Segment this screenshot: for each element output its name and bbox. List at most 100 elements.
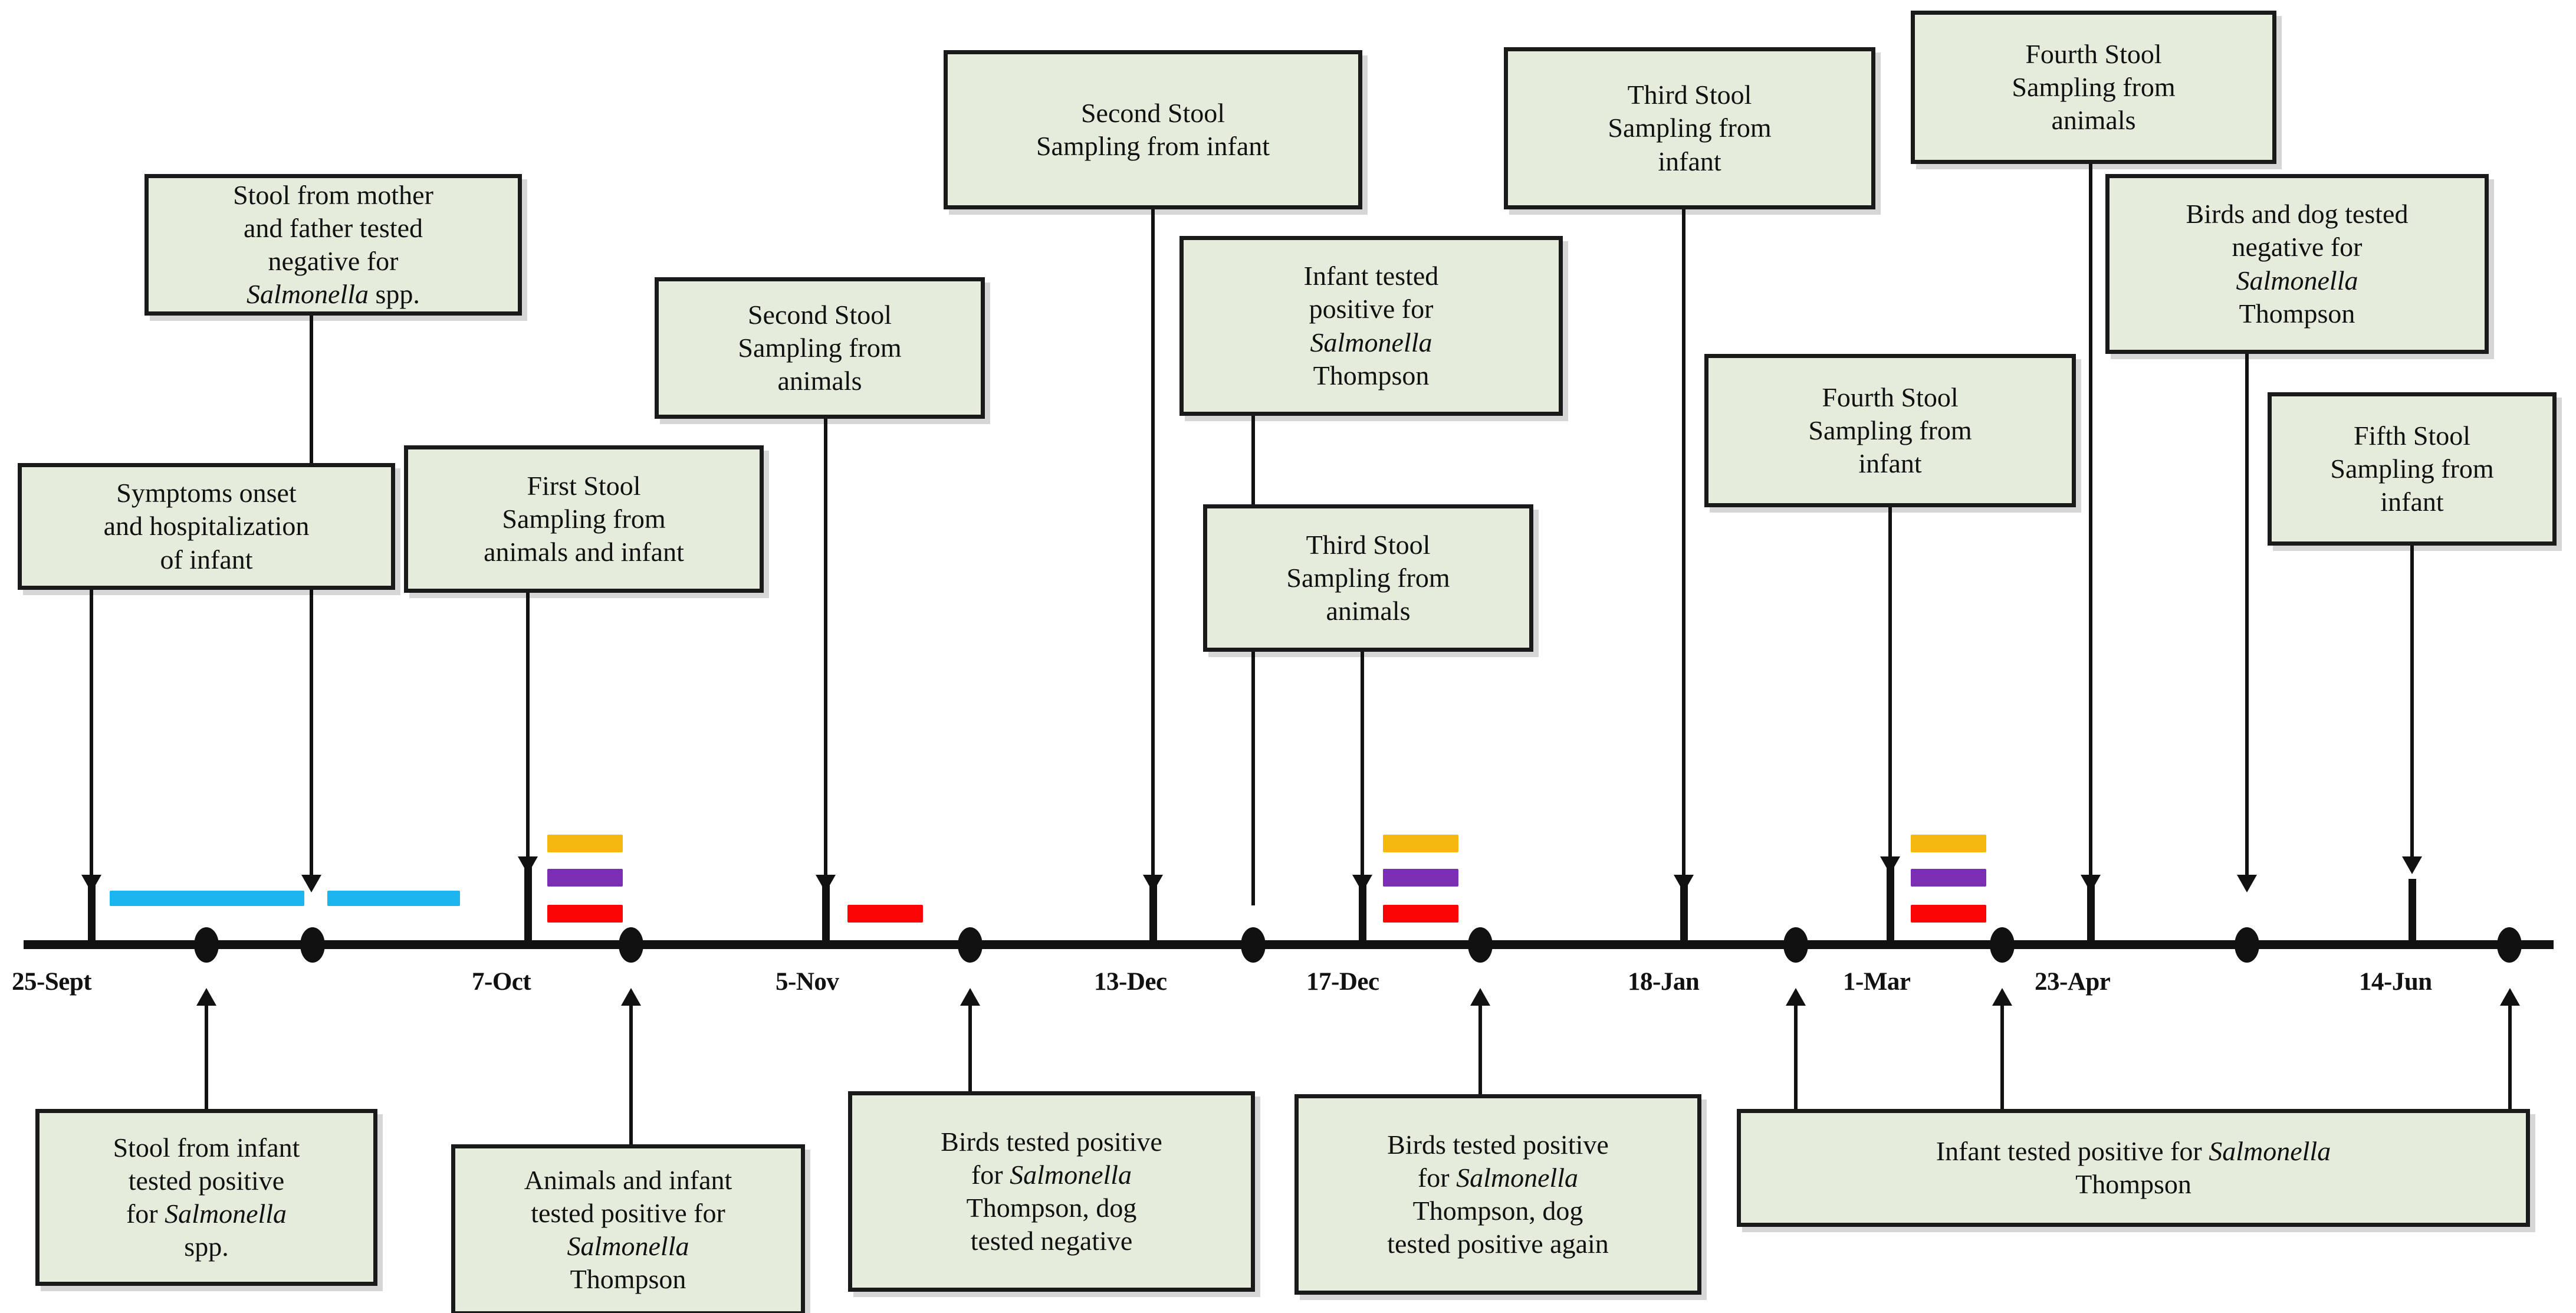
axis-tick-5-nov: [822, 879, 830, 944]
arrowhead-stool-parents: [301, 875, 321, 892]
callout-line: tested negative: [970, 1226, 1133, 1256]
blue-bar-2: [327, 891, 460, 906]
species-name: Salmonella: [1010, 1159, 1132, 1190]
callout-line: First Stool: [527, 470, 641, 501]
callout-line: Sampling from: [1808, 415, 1972, 445]
callout-line: and hospitalization: [103, 511, 310, 541]
date-label-7-oct: 7-Oct: [472, 968, 531, 996]
purple-bar-dec: [1383, 869, 1458, 887]
callout-stool-infant-positive-spp: Stool from infant tested positive for Sa…: [35, 1109, 377, 1286]
callout-first-stool-sampling: First Stool Sampling from animals and in…: [404, 445, 764, 593]
callout-fifth-stool-infant: Fifth Stool Sampling from infant: [2268, 392, 2557, 546]
callout-infant-positive-thompson: Infant tested positive for Salmonella Th…: [1179, 236, 1563, 416]
callout-line: Thompson, dog: [966, 1193, 1137, 1223]
callout-line: Infant tested: [1303, 261, 1439, 291]
event-dot: [300, 927, 325, 963]
callout-line: Thompson: [2239, 298, 2355, 329]
callout-line: Fifth Stool: [2353, 420, 2471, 451]
callout-line: Birds tested positive: [1387, 1129, 1609, 1160]
connector-third-stool-animals: [1361, 652, 1364, 879]
callout-line: animals: [777, 366, 862, 396]
callout-line: positive for: [1309, 294, 1434, 324]
connector-birds-positive-dog-positive: [1478, 1003, 1482, 1094]
callout-line: Animals and infant: [524, 1164, 732, 1195]
callout-fourth-stool-animals: Fourth Stool Sampling from animals: [1911, 11, 2276, 164]
species-name: Salmonella: [1310, 327, 1432, 357]
red-bar-oct: [547, 905, 623, 923]
connector-infant-positive-wide-2: [2000, 1003, 2004, 1109]
connector-second-stool-animals: [824, 419, 827, 879]
species-name: Salmonella: [1456, 1162, 1579, 1193]
axis-tick-18-jan: [1680, 879, 1688, 944]
callout-line: infant: [2380, 487, 2444, 517]
blue-bar-1: [110, 891, 304, 906]
callout-line: for: [1417, 1162, 1457, 1193]
callout-line: of infant: [160, 544, 253, 575]
callout-line: Third Stool: [1627, 80, 1752, 110]
red-bar-nov: [847, 905, 923, 923]
callout-line: Thompson: [570, 1264, 686, 1295]
callout-line: Birds tested positive: [941, 1126, 1162, 1157]
species-name: Salmonella: [567, 1231, 689, 1261]
callout-symptoms-onset: Symptoms onset and hospitalization of in…: [18, 463, 395, 590]
callout-line: Birds and dog tested: [2186, 199, 2409, 229]
callout-second-stool-animals: Second Stool Sampling from animals: [655, 277, 985, 419]
callout-second-stool-infant: Second Stool Sampling from infant: [944, 50, 1362, 209]
event-dot: [1468, 927, 1493, 963]
event-dot: [619, 927, 643, 963]
arrowhead-fifth-stool-infant: [2402, 856, 2422, 874]
event-dot: [1990, 927, 2015, 963]
connector-birds-dog-negative: [2245, 354, 2249, 879]
connector-fifth-stool-infant: [2410, 546, 2414, 861]
event-dot: [2235, 927, 2259, 963]
connector-animals-infant-positive: [629, 1003, 633, 1147]
event-dot: [1241, 927, 1266, 963]
yellow-bar-dec: [1383, 835, 1458, 852]
callout-birds-positive-dog-negative: Birds tested positive for Salmonella Tho…: [848, 1091, 1255, 1292]
callout-line: Thompson: [2075, 1169, 2191, 1199]
species-name: Salmonella: [2209, 1135, 2331, 1166]
callout-line: Sampling from: [502, 503, 666, 534]
event-dot: [1783, 927, 1808, 963]
purple-bar-mar: [1911, 869, 1986, 887]
callout-line: Second Stool: [747, 299, 892, 330]
species-name: Salmonella: [247, 279, 369, 310]
connector-first-stool: [526, 593, 530, 861]
callout-line: infant: [1658, 146, 1721, 176]
callout-line: Sampling from: [2330, 453, 2494, 484]
arrowhead-birds-dog-negative: [2237, 875, 2257, 892]
yellow-bar-oct: [547, 835, 623, 852]
axis-tick-13-dec: [1149, 879, 1157, 944]
callout-line: negative for: [268, 246, 399, 276]
callout-birds-positive-dog-positive: Birds tested positive for Salmonella Tho…: [1294, 1094, 1701, 1295]
yellow-bar-mar: [1911, 835, 1986, 852]
callout-line: Thompson: [1313, 360, 1430, 390]
date-label-13-dec: 13-Dec: [1094, 968, 1167, 996]
timeline-axis: [24, 940, 2554, 949]
date-label-5-nov: 5-Nov: [776, 968, 839, 996]
callout-line: spp.: [184, 1232, 229, 1262]
callout-line: Thompson, dog: [1412, 1196, 1583, 1226]
callout-animals-infant-positive: Animals and infant tested positive for S…: [451, 1144, 805, 1313]
callout-line: spp.: [369, 279, 420, 310]
callout-line: infant: [1858, 448, 1922, 479]
callout-line: negative for: [2232, 232, 2363, 262]
callout-line: Symptoms onset: [116, 478, 297, 508]
connector-birds-positive-dog-negative: [968, 1003, 972, 1150]
connector-stool-infant-spp: [205, 1003, 208, 1112]
date-label-23-apr: 23-Apr: [2035, 968, 2111, 996]
connector-stool-parents: [310, 316, 313, 879]
date-label-1-mar: 1-Mar: [1843, 968, 1911, 996]
callout-line: Sampling from: [1608, 113, 1772, 143]
callout-line: animals: [1326, 596, 1411, 626]
axis-tick-25-sept: [88, 879, 96, 944]
callout-stool-parents-negative: Stool from mother and father tested nega…: [144, 174, 522, 316]
callout-line: Second Stool: [1080, 97, 1225, 128]
callout-line: Infant tested positive for: [1936, 1135, 2209, 1166]
connector-symptoms-onset: [90, 590, 93, 879]
date-label-17-dec: 17-Dec: [1306, 968, 1379, 996]
date-label-14-jun: 14-Jun: [2359, 968, 2432, 996]
axis-tick-7-oct: [524, 861, 532, 944]
callout-third-stool-animals: Third Stool Sampling from animals: [1203, 504, 1533, 652]
